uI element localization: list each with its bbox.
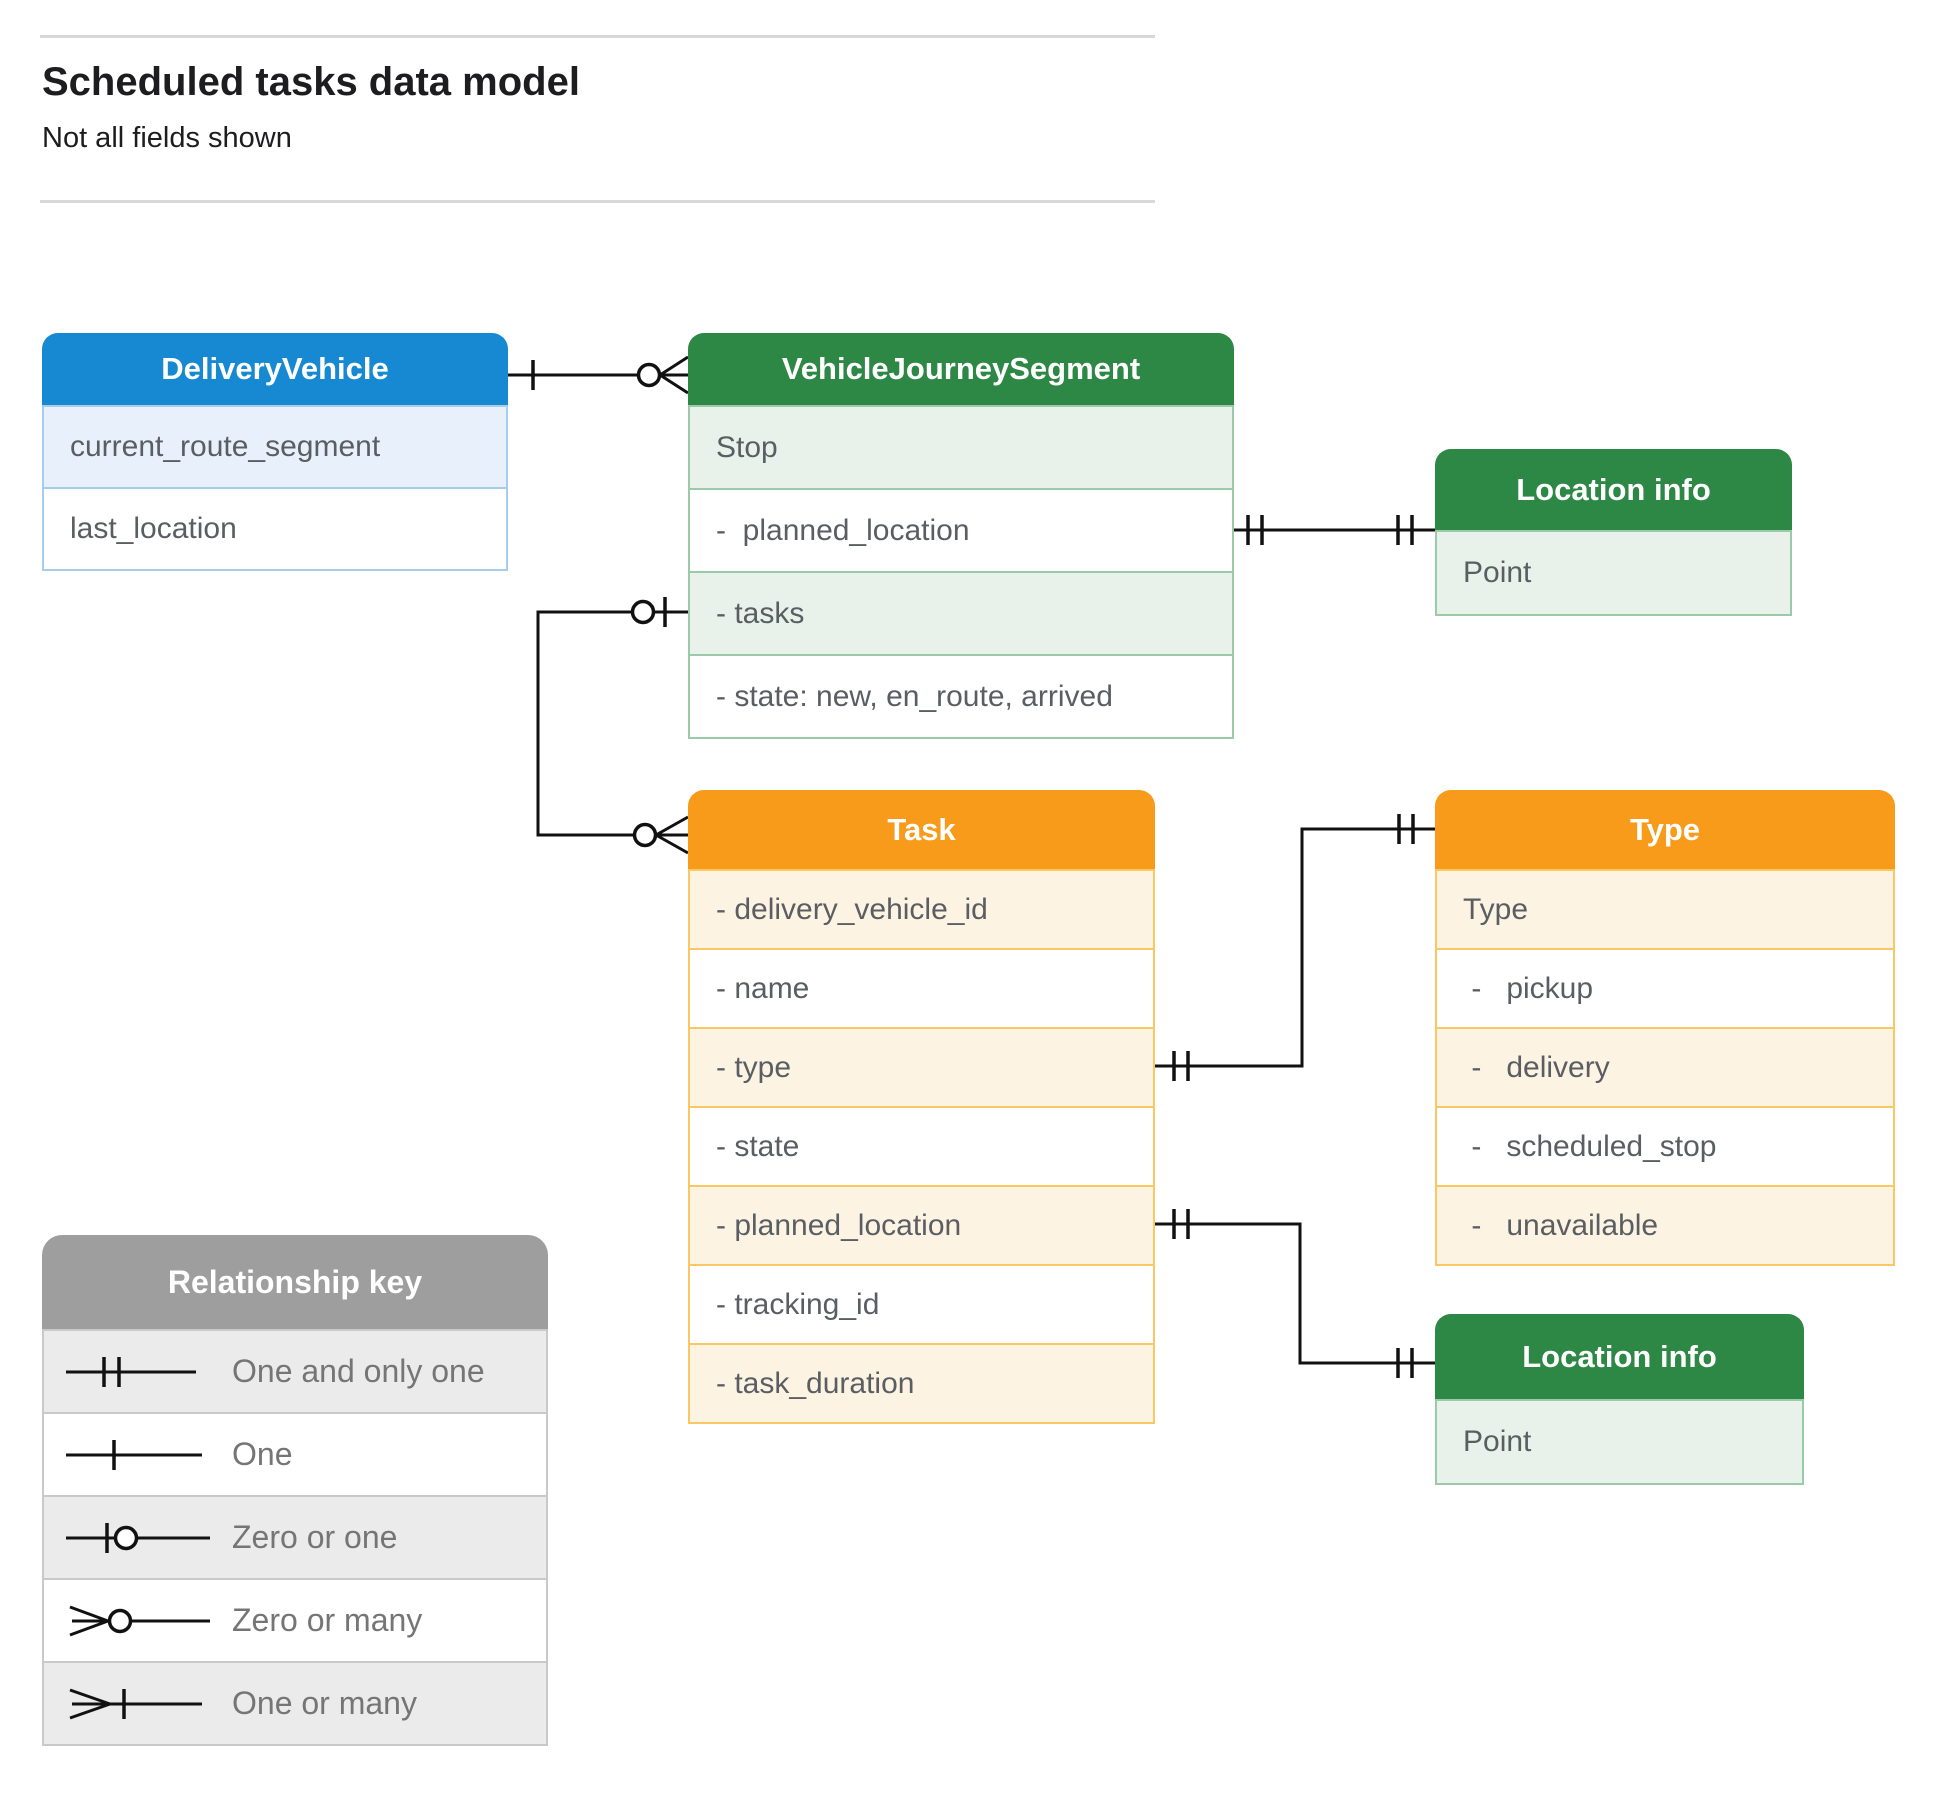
legend-label: Zero or one: [232, 1519, 398, 1555]
table-row: current_route_segment: [44, 405, 506, 487]
entity-location-info-top: Location info Point: [1435, 449, 1792, 616]
table-row: - delivery_vehicle_id: [690, 869, 1153, 948]
connector-task-type: [1155, 814, 1435, 1081]
table-row: Point: [1437, 1399, 1802, 1483]
page-subtitle: Not all fields shown: [42, 122, 292, 154]
zero-or-one-icon: [66, 1522, 210, 1553]
entity-vehicle-journey-segment-body: Stop - planned_location - tasks - state:…: [688, 405, 1234, 739]
table-row: - type: [690, 1027, 1153, 1106]
entity-task: Task - delivery_vehicle_id - name - type…: [688, 790, 1155, 1424]
field-label: Point: [1463, 556, 1532, 589]
entity-location-info-bottom-body: Point: [1435, 1399, 1804, 1485]
field-label: - scheduled_stop: [1463, 1129, 1717, 1163]
table-row: - unavailable: [1437, 1185, 1893, 1264]
table-row: last_location: [44, 487, 506, 569]
legend-item: One: [44, 1412, 546, 1495]
field-label: - tasks: [716, 596, 805, 630]
field-label: - state: [716, 1129, 800, 1163]
entity-title: DeliveryVehicle: [161, 351, 389, 386]
table-row: - task_duration: [690, 1343, 1153, 1422]
entity-delivery-vehicle-header: DeliveryVehicle: [42, 333, 508, 405]
entity-location-info-bottom: Location info Point: [1435, 1314, 1804, 1485]
entity-location-info-top-header: Location info: [1435, 449, 1792, 530]
table-row: - name: [690, 948, 1153, 1027]
field-label: - delivery: [1463, 1050, 1610, 1084]
field-label: - planned_location: [716, 1208, 962, 1242]
top-divider: [40, 35, 1155, 38]
table-row: Point: [1437, 530, 1790, 614]
title-bottom-divider: [40, 200, 1155, 203]
relationship-key-body: One and only one One: [42, 1329, 548, 1746]
page-title: Scheduled tasks data model: [42, 60, 580, 104]
entity-title: Task: [887, 811, 956, 847]
field-label: - unavailable: [1463, 1208, 1659, 1242]
table-row: - tasks: [690, 571, 1232, 654]
entity-task-header: Task: [688, 790, 1155, 869]
entity-type: Type Type - pickup - delivery - schedule…: [1435, 790, 1895, 1266]
field-label: - planned_location: [716, 513, 970, 547]
field-label: - type: [716, 1050, 792, 1084]
legend-item: Zero or many: [44, 1578, 546, 1661]
connector-deliveryvehicle-vehiclejourneysegment: [508, 355, 689, 395]
field-label: - name: [716, 971, 810, 1005]
field-label: - delivery_vehicle_id: [716, 892, 988, 926]
zero-or-many-icon: [69, 1605, 210, 1636]
field-label: current_route_segment: [70, 430, 381, 463]
entity-title: Location info: [1522, 1338, 1717, 1374]
table-row: - planned_location: [690, 1185, 1153, 1264]
field-label: Type: [1463, 892, 1529, 926]
table-row: - tracking_id: [690, 1264, 1153, 1343]
legend-label: One: [232, 1436, 293, 1472]
legend-item: One or many: [44, 1661, 546, 1744]
field-label: - state: new, en_route, arrived: [716, 679, 1113, 713]
table-row: - state: new, en_route, arrived: [690, 654, 1232, 737]
field-label: - tracking_id: [716, 1287, 880, 1321]
legend-item: One and only one: [44, 1329, 546, 1412]
table-row: Type: [1437, 869, 1893, 948]
table-row: - delivery: [1437, 1027, 1893, 1106]
legend-label: One and only one: [232, 1353, 485, 1389]
entity-task-body: - delivery_vehicle_id - name - type - st…: [688, 869, 1155, 1424]
connector-task-locationinfo: [1155, 1209, 1435, 1378]
entity-title: VehicleJourneySegment: [781, 351, 1141, 386]
one-and-only-one-icon: [66, 1356, 196, 1387]
entity-vehicle-journey-segment-header: VehicleJourneySegment: [688, 333, 1234, 405]
relationship-key-header: Relationship key: [42, 1235, 548, 1329]
table-row: - state: [690, 1106, 1153, 1185]
field-label: Point: [1463, 1425, 1532, 1458]
legend-item: Zero or one: [44, 1495, 546, 1578]
entity-delivery-vehicle-body: current_route_segment last_location: [42, 405, 508, 571]
table-row: - planned_location: [690, 488, 1232, 571]
entity-location-info-top-body: Point: [1435, 530, 1792, 616]
relationship-key-legend: Relationship key One and only one: [42, 1235, 548, 1746]
table-row: - pickup: [1437, 948, 1893, 1027]
field-label: last_location: [70, 512, 237, 545]
connector-vehiclejourneysegment-locationinfo: [1234, 515, 1435, 545]
field-label: - task_duration: [716, 1366, 915, 1400]
entity-title: Type: [1629, 811, 1701, 847]
entity-type-header: Type: [1435, 790, 1895, 869]
entity-type-body: Type - pickup - delivery - scheduled_sto…: [1435, 869, 1895, 1266]
legend-label: Zero or many: [232, 1602, 423, 1638]
legend-title: Relationship key: [167, 1263, 423, 1300]
legend-label: One or many: [232, 1685, 417, 1721]
one-or-many-icon: [69, 1688, 202, 1719]
entity-delivery-vehicle: DeliveryVehicle current_route_segment la…: [42, 333, 508, 571]
table-row: - scheduled_stop: [1437, 1106, 1893, 1185]
one-icon: [66, 1439, 202, 1470]
table-row: Stop: [690, 405, 1232, 488]
entity-vehicle-journey-segment: VehicleJourneySegment Stop - planned_loc…: [688, 333, 1234, 739]
field-label: - pickup: [1463, 971, 1594, 1005]
connector-vehiclejourneysegment-task: [536, 597, 689, 855]
field-label: Stop: [716, 430, 778, 464]
entity-title: Location info: [1516, 471, 1711, 507]
entity-location-info-bottom-header: Location info: [1435, 1314, 1804, 1399]
